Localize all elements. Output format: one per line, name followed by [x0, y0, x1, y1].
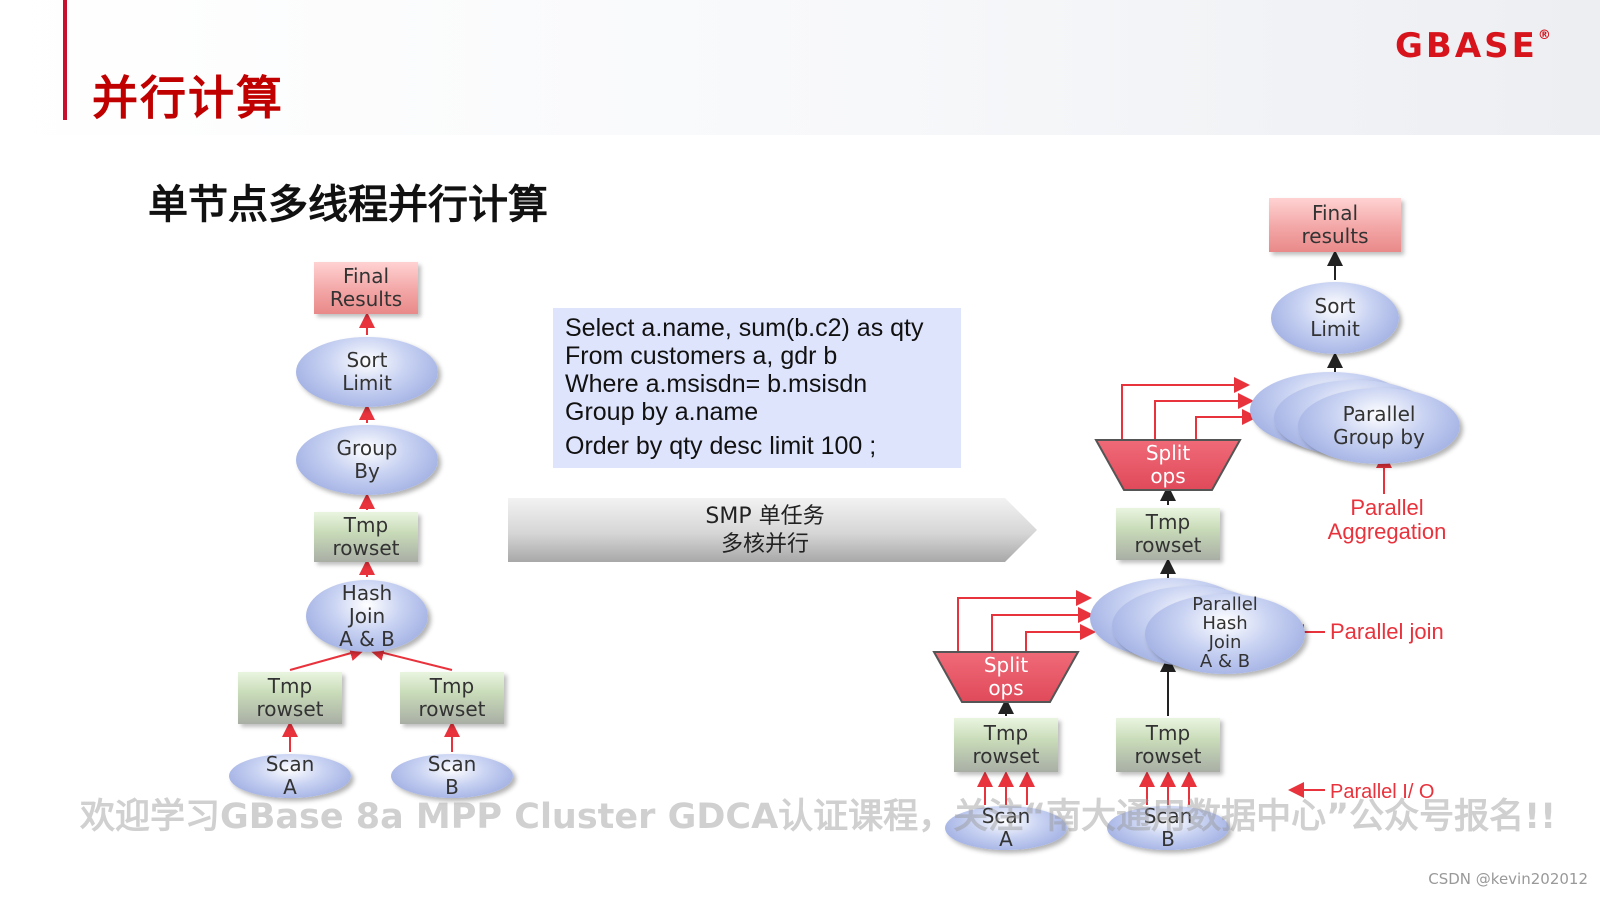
gbase-logo: GBASE®: [1395, 26, 1554, 66]
smp-label: SMP 单任务多核并行: [705, 504, 825, 557]
title-accent-bar: [63, 0, 67, 120]
csdn-credit: CSDN @kevin202012: [1428, 870, 1588, 888]
subtitle: 单节点多线程并行计算: [148, 182, 548, 228]
label-parallel-join: Parallel join: [1330, 619, 1444, 644]
header-band: [0, 0, 1600, 135]
split-ops-bottom-shape: [932, 651, 1080, 703]
watermark: 欢迎学习GBase 8a MPP Cluster GDCA认证课程，关注“南大通…: [80, 797, 1557, 837]
slide-title: 并行计算: [92, 71, 284, 125]
label-parallel-io: Parallel I/ O: [1330, 781, 1435, 803]
smp-arrow: [508, 498, 1037, 562]
sql-query-box: Select a.name, sum(b.c2) as qty From cus…: [553, 308, 961, 468]
split-ops-top-shape: [1094, 439, 1242, 491]
